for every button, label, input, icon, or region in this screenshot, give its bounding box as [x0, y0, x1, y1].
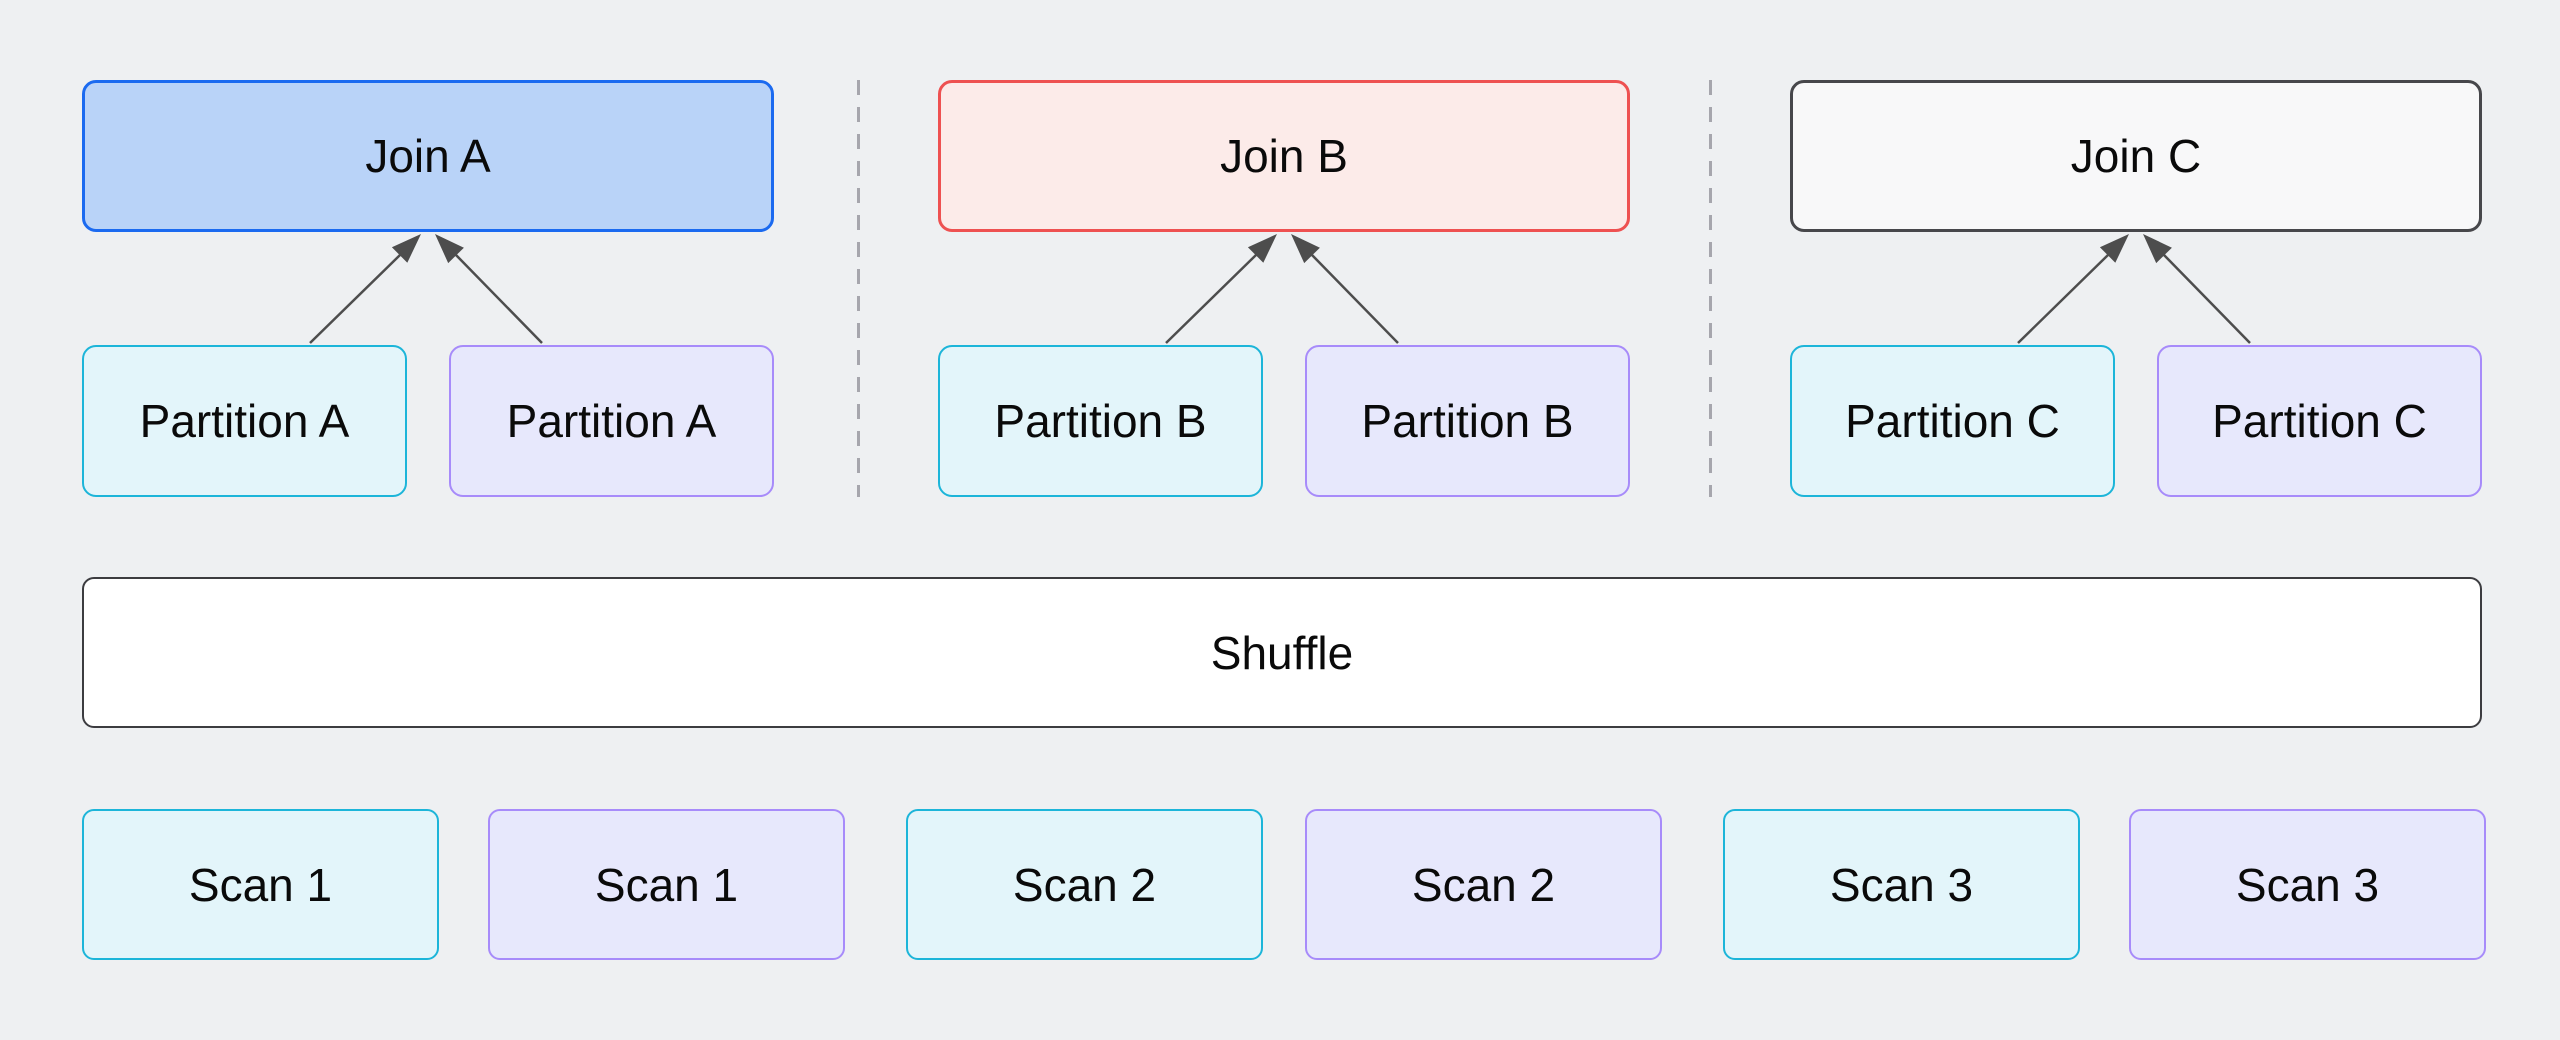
arrow-right-partition-to-join: [435, 234, 543, 344]
scan-label: Scan 3: [1829, 858, 1974, 911]
join-label: Join B: [1220, 130, 1348, 182]
scan-label: Scan 3: [2235, 858, 2380, 911]
scan-node: Scan 2: [906, 809, 1263, 960]
partition-label: Partition A: [506, 395, 717, 447]
join-node: Join B: [938, 80, 1630, 232]
partition-label: Partition C: [2212, 395, 2427, 447]
join-section-b: Join B Partition B Partition B: [938, 80, 1630, 497]
partition-label: Partition B: [1361, 395, 1574, 447]
arrow-left-partition-to-join: [1165, 234, 1277, 344]
scan-label: Scan 2: [1411, 858, 1556, 911]
section-divider: [1709, 80, 1712, 497]
section-divider: [857, 80, 860, 497]
partition-node: Partition B: [1305, 345, 1630, 497]
arrow-left-partition-to-join: [309, 234, 421, 344]
partition-label: Partition A: [139, 395, 350, 447]
scan-node: Scan 3: [2129, 809, 2486, 960]
join-section-c: Join C Partition C Partition C: [1790, 80, 2482, 497]
scan-node: Scan 3: [1723, 809, 2080, 960]
scan-node: Scan 1: [82, 809, 439, 960]
shuffle-label: Shuffle: [1210, 626, 1354, 679]
join-node: Join A: [82, 80, 774, 232]
partition-node: Partition A: [449, 345, 774, 497]
arrow-right-partition-to-join: [2143, 234, 2251, 344]
scan-node: Scan 2: [1305, 809, 1662, 960]
partition-node: Partition A: [82, 345, 407, 497]
partition-node: Partition C: [2157, 345, 2482, 497]
scan-label: Scan 1: [188, 858, 333, 911]
partition-label: Partition C: [1845, 395, 2060, 447]
join-section-a: Join A Partition A Partition A: [82, 80, 774, 497]
partition-node: Partition B: [938, 345, 1263, 497]
arrow-left-partition-to-join: [2017, 234, 2129, 344]
join-label: Join C: [2070, 130, 2202, 182]
scan-label: Scan 2: [1012, 858, 1157, 911]
arrow-right-partition-to-join: [1291, 234, 1399, 344]
scan-node: Scan 1: [488, 809, 845, 960]
join-node: Join C: [1790, 80, 2482, 232]
partition-node: Partition C: [1790, 345, 2115, 497]
scan-label: Scan 1: [594, 858, 739, 911]
partition-label: Partition B: [994, 395, 1207, 447]
join-label: Join A: [365, 130, 491, 182]
shuffle-node: Shuffle: [82, 577, 2482, 728]
